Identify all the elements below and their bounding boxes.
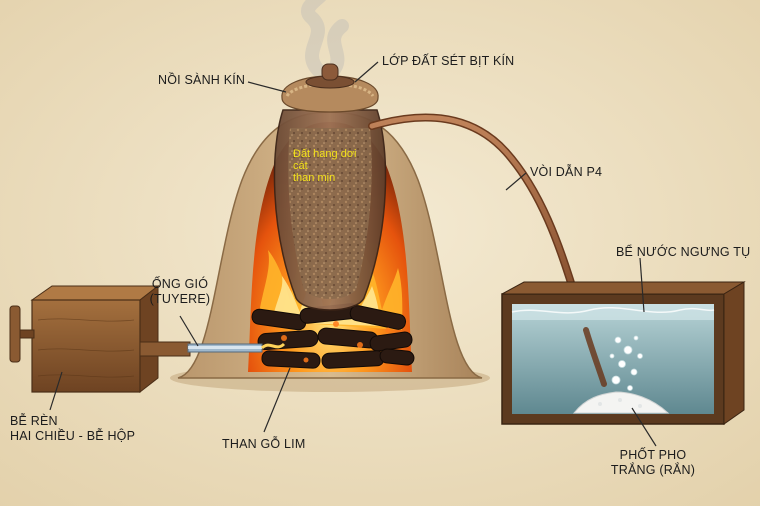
tuyere-tube [139,341,286,357]
label-tuyere: ỐNG GIÓ (TUYERE) [140,277,220,307]
pot-contents-line2: cát [293,160,308,172]
label-p4-pipe: VÒI DẪN P4 [530,165,603,179]
label-bellows: BỄ RÈN HAI CHIỀU - BỄ HỘP [10,414,135,444]
label-phosphorus-line1: PHỐT PHO [619,448,687,462]
label-condensation-tank: BỂ NƯỚC NGƯNG TỤ [616,245,751,259]
label-bellows-line1: BỄ RÈN [10,414,58,428]
bellows-box [9,284,160,394]
label-phosphorus-line2: TRẮNG (RẮN) [610,463,696,477]
leader-lines [49,61,657,447]
pot-contents-text: Đất hang dơi cát than mịn [293,148,356,184]
pot-contents-line1: Đất hang dơi [293,148,357,160]
label-clay-seal: LỚP ĐẤT SÉT BỊT KÍN [382,54,515,68]
condensation-tank [501,281,746,425]
label-sealed-pot: NỒI SÀNH KÍN [158,73,246,87]
pot-contents-line3: than mịn [293,172,336,184]
label-phosphorus: PHỐT PHO TRẮNG (RẮN) [598,448,708,478]
label-bellows-line2: HAI CHIỀU - BỄ HỘP [10,429,136,443]
charcoal-logs [251,303,415,369]
label-charcoal: THAN GỖ LIM [222,437,306,451]
label-tuyere-line2: (TUYERE) [149,292,211,306]
label-tuyere-line1: ỐNG GIÓ [151,277,209,291]
phosphorus-pile [572,391,670,414]
